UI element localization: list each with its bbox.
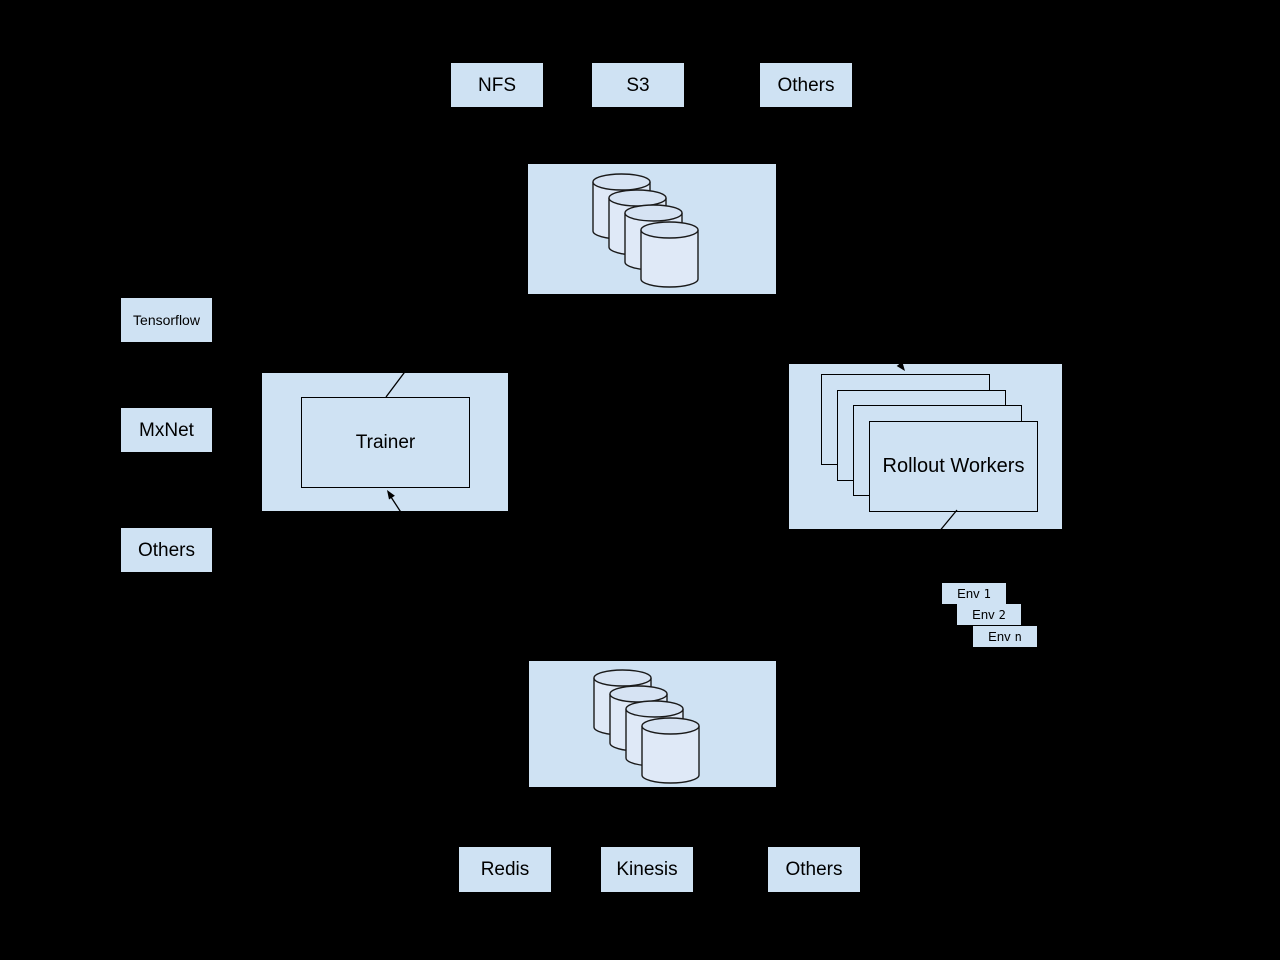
env-1-id: 1 (983, 586, 991, 601)
others-frameworks-label: Others (137, 539, 196, 561)
kinesis-label: Kinesis (616, 859, 678, 880)
env-1-box: Env 1 (942, 583, 1006, 604)
env-2-id: 2 (998, 607, 1006, 622)
trainer-label: Trainer (355, 431, 416, 453)
rollout-workers-label: Rollout Workers (882, 455, 1025, 477)
others-bottom-box: Others (768, 847, 860, 892)
database-cylinders-icon (593, 669, 700, 784)
mxnet-label: MxNet (139, 419, 194, 441)
env-2-box: Env 2 (957, 604, 1021, 625)
database-cylinders-icon (592, 173, 699, 288)
others-top-box: Others (760, 63, 852, 107)
rollout-workers-front-card: Rollout Workers (869, 421, 1038, 512)
env-n-id: n (1014, 629, 1022, 644)
tensorflow-box: Tensorflow (121, 298, 212, 342)
env-n-box: Env n (973, 626, 1037, 647)
rollout-workers-group: Rollout Workers (789, 364, 1062, 529)
sample-storage-box (529, 661, 776, 787)
s3-label: S3 (626, 74, 650, 96)
nfs-box: NFS (451, 63, 543, 107)
env-2-name: Env (972, 607, 995, 622)
redis-label: Redis (480, 859, 530, 880)
env-1-name: Env (957, 586, 980, 601)
model-storage-box (528, 164, 776, 294)
kinesis-box: Kinesis (601, 847, 693, 892)
others-top-label: Others (777, 74, 835, 96)
mxnet-box: MxNet (121, 408, 212, 452)
others-frameworks-box: Others (121, 528, 212, 572)
nfs-label: NFS (478, 74, 516, 96)
redis-box: Redis (459, 847, 551, 892)
env-n-name: Env (988, 629, 1011, 644)
tensorflow-label: Tensorflow (133, 312, 200, 328)
trainer-box: Trainer (301, 397, 470, 488)
trainer-group: Trainer (262, 373, 508, 511)
s3-box: S3 (592, 63, 684, 107)
others-bottom-label: Others (785, 859, 843, 880)
